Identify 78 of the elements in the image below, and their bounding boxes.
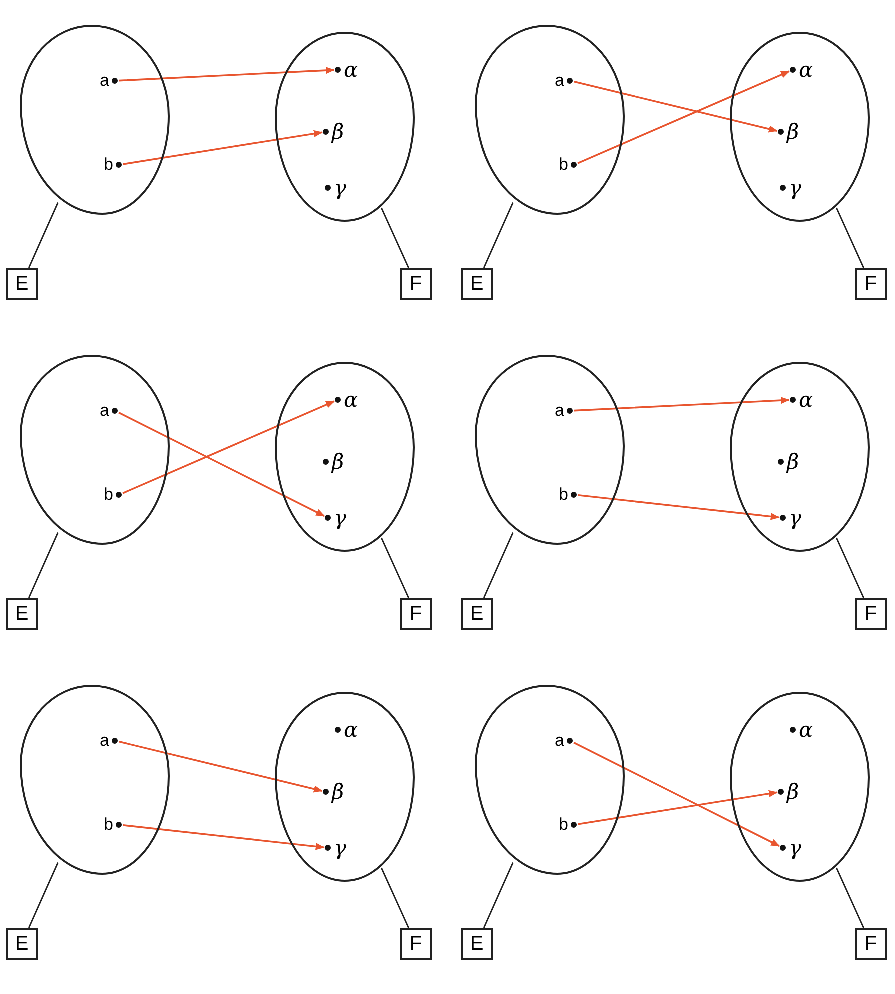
set-name-box: E	[6, 268, 38, 300]
set-outline	[275, 32, 415, 222]
connector-line	[380, 538, 410, 598]
element-label: b	[559, 155, 568, 175]
set-outline	[275, 362, 415, 552]
element-label: β	[332, 450, 344, 474]
element-label: b	[104, 155, 114, 175]
element-label: b	[104, 815, 114, 835]
set-outline	[730, 692, 870, 882]
connector-line	[483, 202, 514, 268]
set-outline	[730, 362, 870, 552]
arrow	[574, 397, 790, 412]
arrow	[119, 67, 335, 82]
connector-line	[28, 862, 59, 928]
element-label: α	[344, 718, 358, 742]
set-name-box: E	[6, 598, 38, 630]
set-name-box: F	[855, 598, 887, 630]
set-outline	[20, 25, 170, 215]
element-label: α	[344, 388, 358, 412]
element-label: a	[555, 71, 564, 91]
set-outline	[20, 685, 170, 875]
set-name-box: E	[461, 598, 493, 630]
arrow	[578, 494, 780, 520]
element-label: α	[799, 718, 814, 742]
element-label: γ	[334, 506, 347, 530]
set-name-box: F	[400, 598, 432, 630]
element-label: α	[799, 58, 814, 82]
element-label: γ	[789, 836, 802, 860]
element-label: b	[104, 485, 114, 505]
connector-line	[836, 538, 864, 598]
arrow	[122, 400, 336, 494]
connector-line	[28, 532, 59, 598]
arrow	[574, 742, 780, 847]
set-name-box: F	[400, 928, 432, 960]
element-label: a	[100, 401, 110, 421]
element-label: γ	[789, 506, 802, 530]
element-label: β	[332, 780, 344, 804]
set-name-box: E	[461, 928, 493, 960]
element-label: a	[555, 401, 564, 421]
set-name-box: E	[6, 928, 38, 960]
connector-line	[483, 862, 514, 928]
arrow	[578, 70, 790, 164]
set-outline	[20, 355, 170, 545]
set-name-box: F	[855, 268, 887, 300]
element-label: a	[100, 731, 110, 751]
element-label: γ	[334, 836, 347, 860]
arrow	[574, 81, 778, 133]
set-name-box: F	[855, 928, 887, 960]
set-outline	[730, 32, 870, 222]
connector-line	[483, 532, 514, 598]
element-label: a	[100, 71, 110, 91]
set-outline	[275, 692, 415, 882]
element-label: β	[332, 120, 344, 144]
element-label: b	[559, 485, 568, 505]
element-label: α	[344, 58, 358, 82]
element-label: β	[787, 450, 800, 474]
element-label: b	[559, 815, 568, 835]
connector-line	[836, 208, 864, 268]
element-label: γ	[789, 176, 802, 200]
connector-line	[28, 202, 59, 268]
connector-line	[380, 208, 410, 268]
set-outline	[475, 685, 625, 875]
arrow	[118, 412, 326, 517]
set-outline	[475, 25, 625, 215]
element-label: a	[555, 731, 564, 751]
element-label: β	[787, 120, 800, 144]
arrow	[119, 741, 323, 793]
set-outline	[475, 355, 625, 545]
set-name-box: F	[400, 268, 432, 300]
arrow	[123, 824, 325, 850]
connector-line	[836, 868, 864, 928]
connector-line	[380, 868, 410, 928]
element-label: β	[787, 780, 800, 804]
element-label: γ	[334, 176, 347, 200]
arrow	[578, 790, 778, 826]
set-name-box: E	[461, 268, 493, 300]
element-label: α	[799, 388, 814, 412]
arrow	[123, 130, 323, 166]
